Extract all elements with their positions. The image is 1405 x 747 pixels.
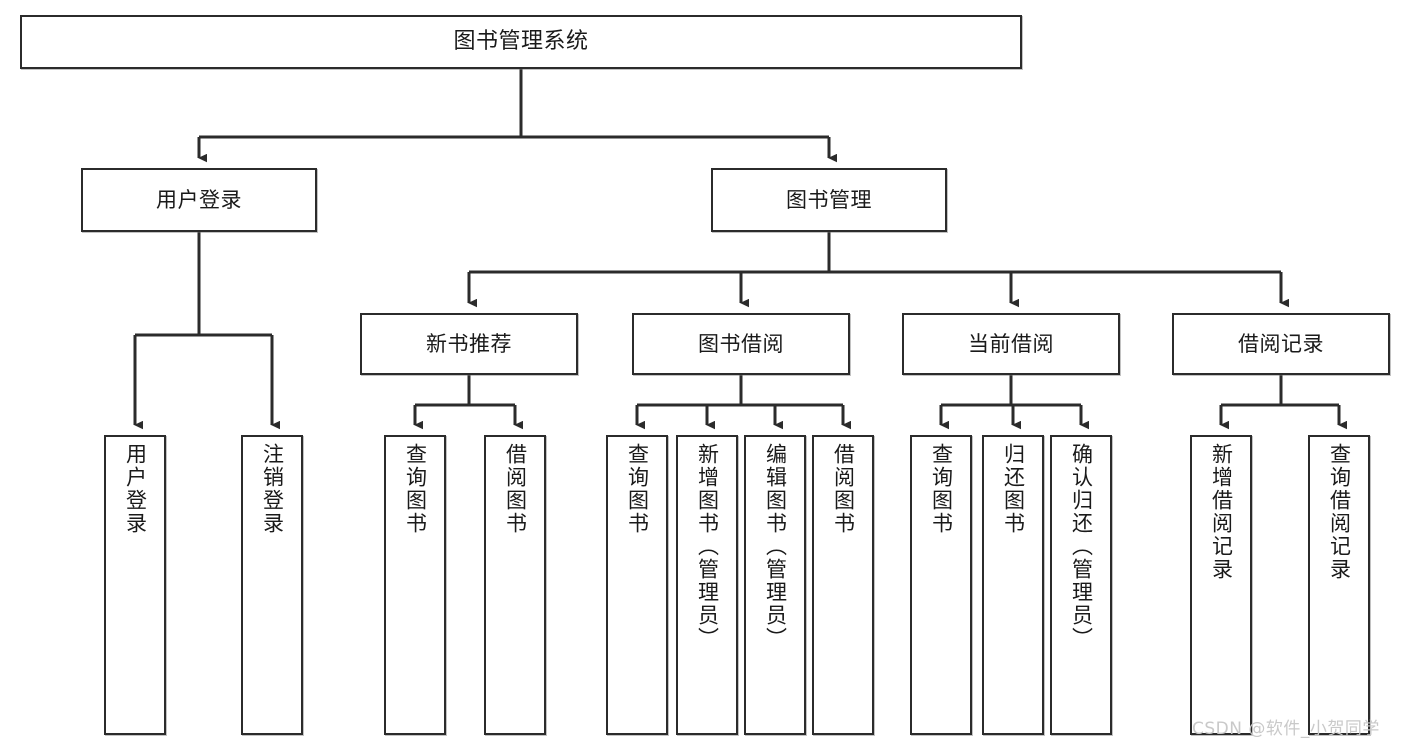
node-leaf-user-logout-label: 注销登录	[260, 443, 285, 535]
csdn-watermark: CSDN @软件_小贺同学	[1192, 719, 1380, 739]
node-leaf-borrow-book-2-label: 借阅图书	[831, 443, 856, 535]
node-leaf-add-record[interactable]: 新增借阅记录	[1190, 435, 1252, 735]
node-new-book-recommend-label: 新书推荐	[426, 331, 512, 356]
node-book-management[interactable]: 图书管理	[711, 168, 947, 232]
node-leaf-user-login[interactable]: 用户登录	[104, 435, 166, 735]
node-leaf-query-record[interactable]: 查询借阅记录	[1308, 435, 1370, 735]
node-current-borrow-label: 当前借阅	[968, 331, 1054, 356]
node-leaf-query-record-label: 查询借阅记录	[1327, 443, 1352, 581]
node-leaf-user-logout[interactable]: 注销登录	[241, 435, 303, 735]
node-leaf-edit-book-label: 编辑图书（管理员）	[763, 443, 788, 650]
node-book-borrow-label: 图书借阅	[698, 331, 784, 356]
node-leaf-borrow-book-2[interactable]: 借阅图书	[812, 435, 874, 735]
node-leaf-user-login-label: 用户登录	[123, 443, 148, 535]
node-leaf-add-book-label: 新增图书（管理员）	[695, 443, 720, 650]
node-book-management-label: 图书管理	[786, 187, 872, 212]
node-new-book-recommend[interactable]: 新书推荐	[360, 313, 578, 375]
node-root-label: 图书管理系统	[453, 29, 589, 55]
node-leaf-borrow-book-1[interactable]: 借阅图书	[484, 435, 546, 735]
node-leaf-query-book-3-label: 查询图书	[929, 443, 954, 535]
node-borrow-record[interactable]: 借阅记录	[1172, 313, 1390, 375]
node-leaf-edit-book[interactable]: 编辑图书（管理员）	[744, 435, 806, 735]
node-book-borrow[interactable]: 图书借阅	[632, 313, 850, 375]
node-leaf-borrow-book-1-label: 借阅图书	[503, 443, 528, 535]
node-leaf-return-book-label: 归还图书	[1001, 443, 1026, 535]
node-leaf-add-record-label: 新增借阅记录	[1209, 443, 1234, 581]
node-leaf-query-book-1[interactable]: 查询图书	[384, 435, 446, 735]
node-leaf-query-book-2-label: 查询图书	[625, 443, 650, 535]
node-user-login[interactable]: 用户登录	[81, 168, 317, 232]
node-leaf-add-book[interactable]: 新增图书（管理员）	[676, 435, 738, 735]
node-root[interactable]: 图书管理系统	[20, 15, 1022, 69]
node-leaf-return-book[interactable]: 归还图书	[982, 435, 1044, 735]
node-leaf-query-book-3[interactable]: 查询图书	[910, 435, 972, 735]
node-borrow-record-label: 借阅记录	[1238, 331, 1324, 356]
node-leaf-confirm-return-label: 确认归还（管理员）	[1069, 443, 1094, 650]
node-user-login-label: 用户登录	[156, 187, 242, 212]
node-current-borrow[interactable]: 当前借阅	[902, 313, 1120, 375]
node-leaf-query-book-2[interactable]: 查询图书	[606, 435, 668, 735]
node-leaf-query-book-1-label: 查询图书	[403, 443, 428, 535]
node-leaf-confirm-return[interactable]: 确认归还（管理员）	[1050, 435, 1112, 735]
